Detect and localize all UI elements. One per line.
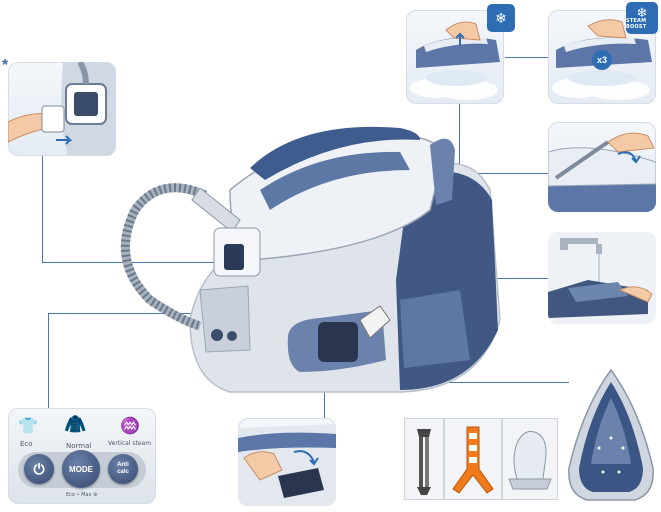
steam-drops-icon: ❄ [495, 10, 507, 26]
anticalc-button-label: Anti calc [117, 462, 129, 475]
connector-line-detach-vertical [42, 156, 43, 262]
vertical-steam-icon: ♒ [120, 418, 140, 435]
steam-glove-drawing [508, 430, 552, 490]
connector-line-detach-horizontal [42, 262, 222, 263]
iron-lock-illustration [548, 122, 656, 212]
connector-line-steam-vertical [459, 104, 460, 169]
mode-label-vertical-steam: Vertical steam [108, 440, 152, 447]
mode-button[interactable]: MODE [62, 450, 100, 488]
steam-boost-illustration: x3 [548, 10, 656, 104]
eco-shirt-icon: 👕 [18, 418, 38, 435]
detachable-cord-illustration [8, 62, 116, 156]
optional-star-detachable: * [2, 57, 9, 74]
mode-button-label: MODE [69, 464, 93, 474]
iron-soleplate-illustration [568, 368, 654, 501]
detachable-cord-drawing [8, 62, 116, 156]
power-button[interactable]: ⏻ [24, 454, 54, 484]
anticalc-filter-illustration [238, 418, 336, 506]
power-icon: ⏻ [33, 460, 45, 477]
boost-multiplier-badge: x3 [592, 50, 612, 70]
steam-boost-icon: ❄ [636, 5, 648, 20]
anticalc-filter-drawing [238, 424, 336, 506]
accessory-brush-holder [404, 418, 444, 500]
water-tank-illustration [548, 232, 656, 324]
steam-icon-badge: ❄ [487, 4, 515, 32]
connector-line-control-horizontal [48, 313, 204, 314]
normal-garments-icon: 🧥 [64, 414, 87, 434]
garment-hanger-drawing [452, 426, 494, 494]
mode-label-eco: Eco [20, 440, 33, 448]
connector-line-control-vertical [48, 313, 49, 409]
steam-boost-badge-text: STEAM BOOST [626, 18, 647, 30]
mode-label-normal: Normal [66, 442, 92, 450]
connector-line-iron-horizontal [401, 382, 569, 383]
brush-holder-drawing [417, 429, 431, 495]
control-panel-closeup: Eco Normal Vertical steam 👕 🧥 ♒ ⏻ MODE A… [8, 408, 156, 504]
iron-lock-drawing [548, 132, 656, 212]
steam-trigger-drawing [410, 21, 500, 100]
water-tank-drawing [548, 232, 656, 324]
accessory-garment-hanger [444, 418, 502, 500]
boost-multiplier-text: x3 [596, 55, 607, 65]
accessory-steam-glove [502, 418, 558, 500]
connector-line-steam-horizontal [380, 169, 460, 170]
connector-line-filter-vertical [324, 368, 325, 418]
steam-boost-badge: ❄ STEAM BOOST [626, 2, 658, 34]
connector-line-tank-horizontal [492, 278, 548, 279]
anticalc-button[interactable]: Anti calc [108, 454, 138, 484]
mode-hint-text: Eco • Max ⊕ [66, 492, 98, 498]
connector-line-iron-vertical [401, 225, 402, 382]
connector-line-top-horizontal [505, 57, 550, 58]
connector-line-handle-horizontal [440, 173, 548, 174]
